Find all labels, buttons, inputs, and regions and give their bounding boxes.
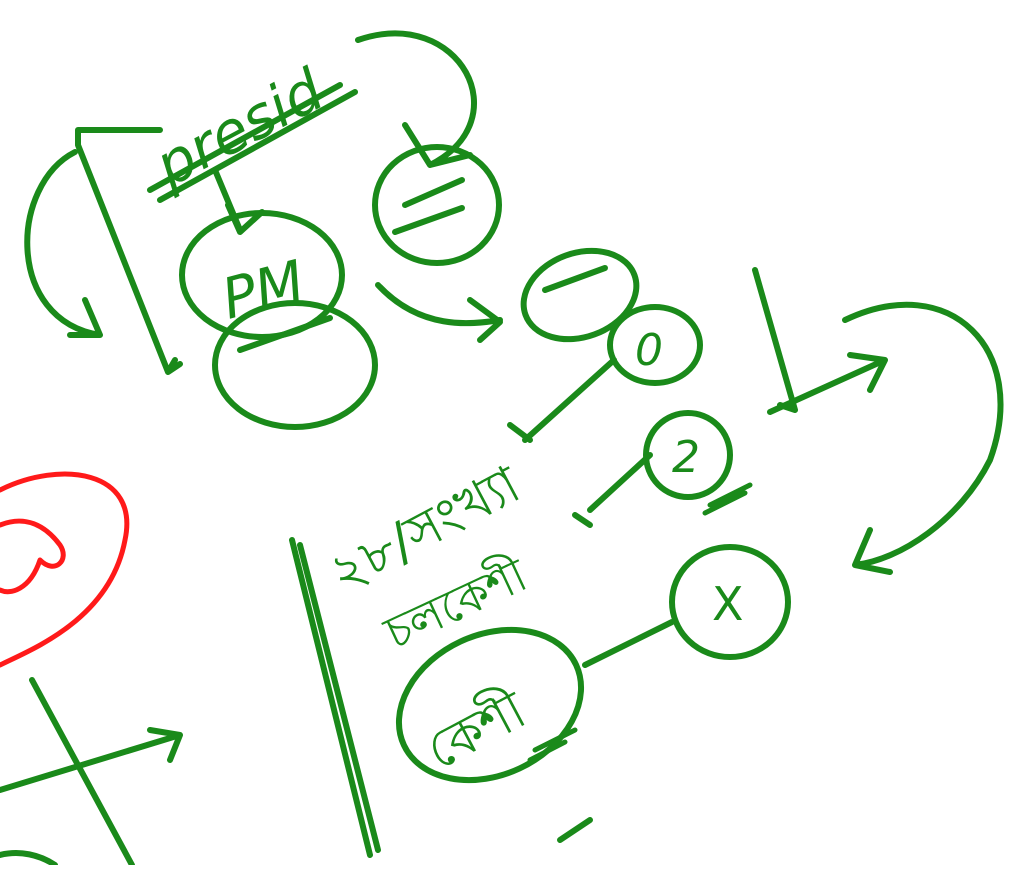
right-axis	[752, 267, 798, 413]
node-minus	[520, 247, 640, 343]
bottom-left-diagonal	[0, 727, 183, 793]
node-equals	[372, 144, 502, 266]
label-x: X	[712, 577, 744, 631]
top-arc-arrow	[355, 30, 477, 168]
presid-underline	[147, 82, 358, 203]
equals-sign	[392, 177, 465, 235]
dash-near-two	[702, 482, 753, 516]
node-below-pm	[212, 300, 378, 430]
check-mark-1	[507, 422, 533, 443]
arrow-to-minus	[375, 282, 503, 343]
link-zero-check	[522, 357, 617, 443]
left-loop-arrow	[24, 149, 103, 338]
red-squiggle	[0, 518, 66, 595]
long-vertical-stroke	[289, 537, 381, 858]
left-bracket	[75, 127, 183, 375]
minus-sign	[542, 265, 608, 293]
check-mark-2	[572, 512, 593, 528]
down-arrow	[212, 167, 265, 235]
label-pm: PM	[215, 249, 311, 333]
dash-below-pm	[237, 315, 333, 353]
node-pm	[179, 210, 345, 340]
link-x-to-bengali-node	[582, 619, 675, 668]
right-arc-arrow	[842, 301, 1004, 575]
label-two: 2	[672, 432, 700, 483]
node-bengali	[395, 626, 585, 784]
node-x	[669, 544, 791, 660]
bottom-left-vertical	[29, 677, 135, 868]
red-partial-circle	[0, 471, 130, 668]
node-zero	[607, 304, 703, 386]
link-two-check	[587, 452, 653, 513]
right-axis-arrow	[767, 352, 888, 415]
dash-under-bengali-node	[527, 727, 578, 763]
small-bottom-stroke	[557, 817, 593, 843]
bottom-left-curve	[0, 850, 58, 868]
label-zero: 0	[635, 325, 663, 376]
